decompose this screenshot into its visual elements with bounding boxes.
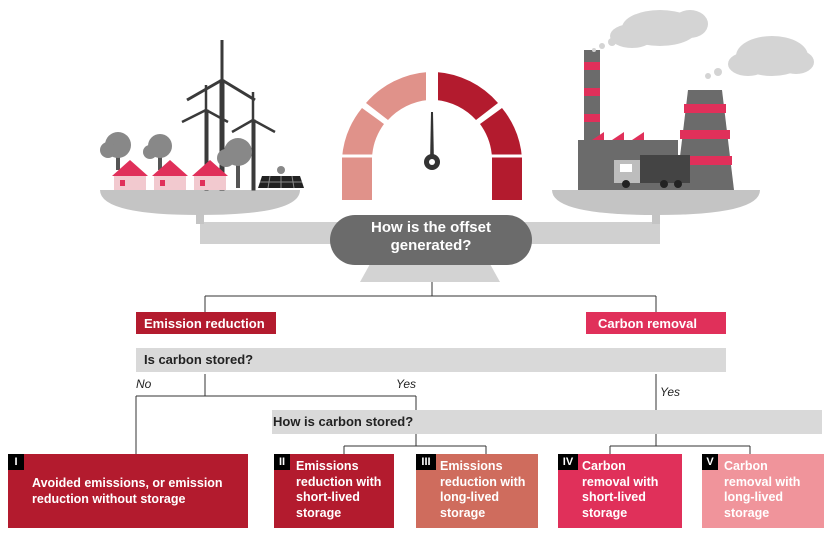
category-v-line1: Carbon (724, 459, 768, 473)
category-iv-line3: short-lived (582, 490, 646, 504)
category-box-iii (416, 454, 538, 528)
category-box-v (702, 454, 824, 528)
category-iii-line1: Emissions (440, 459, 503, 473)
how-is-carbon-stored-question: How is carbon stored? (273, 414, 414, 429)
category-iv-line4: storage (582, 505, 628, 520)
category-ii-line1: Emissions (296, 459, 359, 473)
category-iv-number: IV (558, 454, 578, 470)
category-v-number: V (702, 454, 718, 470)
category-box-i (8, 454, 248, 528)
category-v-line4: storage (724, 505, 770, 520)
category-ii-line2: reduction with (296, 474, 382, 489)
category-iv-line2: removal with (582, 474, 659, 489)
category-i: I Avoided emissions, or emission reducti… (8, 454, 248, 528)
emission-reduction-bar (136, 312, 276, 334)
category-v: V Carbon removal with long-lived storage (702, 454, 824, 528)
right-scale-pan (552, 190, 760, 215)
category-ii: II Emissions reduction with short-lived … (274, 454, 394, 528)
answer-yes-emission: Yes (396, 377, 417, 391)
center-question-box (330, 215, 532, 265)
category-iii-line3: long-lived (440, 490, 500, 504)
category-iv-line1: Carbon (582, 459, 626, 473)
category-ii-line4: storage (296, 505, 342, 520)
category-i-line2: reduction without storage (32, 491, 186, 506)
center-question-line2: generated? (390, 237, 472, 254)
category-v-line3: long-lived (724, 490, 784, 504)
answer-yes-removal: Yes (660, 385, 681, 399)
flow-connectors (135, 282, 751, 454)
category-iii: III Emissions reduction with long-lived … (416, 454, 538, 528)
category-iv: IV Carbon removal with short-lived stora… (558, 454, 682, 528)
truck-icon (614, 155, 690, 188)
category-ii-number: II (274, 454, 290, 470)
category-iii-number: III (416, 454, 436, 470)
category-v-line2: removal with (724, 474, 801, 489)
category-box-ii (274, 454, 394, 528)
carbon-removal-label: Carbon removal (598, 316, 697, 331)
gauge-icon (342, 72, 522, 200)
center-question: How is the offset generated? (332, 219, 530, 255)
category-iii-line2: reduction with (440, 474, 526, 489)
is-carbon-stored-question: Is carbon stored? (144, 352, 254, 367)
emission-reduction-label: Emission reduction (144, 316, 265, 331)
how-is-carbon-stored-bar (272, 410, 822, 434)
carbon-removal-bar (586, 312, 726, 334)
house-icon (112, 160, 228, 190)
left-scale-pan (100, 190, 300, 215)
cloud-icon (592, 10, 814, 79)
category-i-number: I (8, 454, 24, 470)
is-carbon-stored-bar (136, 348, 726, 372)
category-iii-line4: storage (440, 505, 486, 520)
wind-turbine-icon (181, 40, 276, 191)
center-question-line1: How is the offset (370, 219, 491, 236)
tree-icon (100, 132, 252, 188)
category-i-line1: Avoided emissions, or emission (32, 476, 223, 490)
solar-panel-icon (258, 166, 304, 189)
category-box-iv (558, 454, 682, 528)
answer-no: No (136, 377, 152, 391)
scale-base (360, 264, 500, 282)
category-ii-line3: short-lived (296, 490, 360, 504)
